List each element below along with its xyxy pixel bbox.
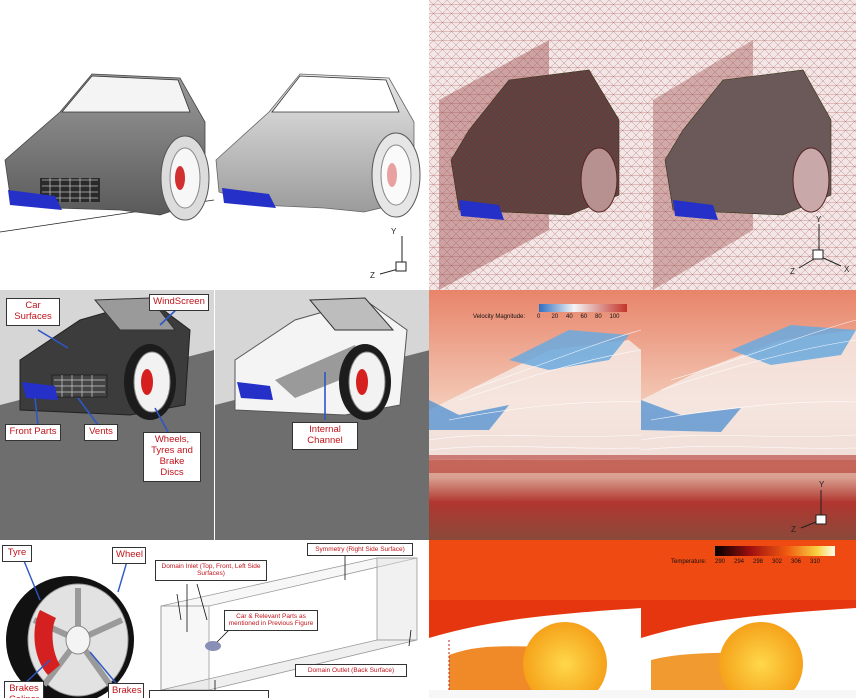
label-domain-inlet: Domain Inlet (Top, Front, Left Side Surf… (155, 560, 267, 581)
panel-internal-channel: Internal Channel (214, 290, 430, 540)
velocity-legend-title: Velocity Magnitude: (473, 314, 526, 320)
legend-tick: 0 (537, 314, 541, 320)
axis-triad-1: Y Z (370, 227, 407, 280)
panel-mesh-1 (429, 0, 643, 290)
legend-tick: 20 (551, 314, 559, 320)
panel-car-surfaces: Car Surfaces WindScreen Front Parts Vent… (0, 290, 214, 540)
label-tyre: Tyre (2, 545, 32, 562)
label-brakes: Brakes (108, 683, 144, 698)
internal-channel-render (215, 297, 430, 540)
label-car-relevant-parts: Car & Relevant Parts as mentioned in Pre… (224, 610, 318, 631)
legend-tick: 306 (791, 559, 802, 565)
wheel-render (6, 555, 134, 698)
car-render-2: Y Z (215, 73, 421, 280)
panel-car-geometry (0, 0, 215, 290)
panel-car-smooth: Y Z (214, 0, 429, 290)
velocity-contour-2: Y Z (641, 290, 856, 540)
panel-mesh-2: Y Z X (643, 0, 856, 290)
legend-tick: 60 (580, 314, 588, 320)
panel-velocity-2: Y Z (641, 290, 856, 540)
temperature-contour-1 (429, 540, 641, 698)
label-wheel: Wheel (112, 547, 146, 564)
label-domain-outlet: Domain Outlet (Back Surface) (295, 664, 407, 678)
axis-label-y: Y (391, 227, 397, 236)
label-symmetry: Symmetry (Right Side Surface) (307, 543, 413, 557)
mesh-render-2: Y Z X (643, 0, 856, 290)
label-brakes-caliper: Brakes Caliper (4, 681, 44, 698)
axis-label-z: Z (791, 525, 796, 534)
velocity-contour-1 (429, 290, 641, 540)
panel-temperature-1 (429, 540, 641, 698)
axis-label-y: Y (819, 480, 825, 489)
panel-domain: Symmetry (Right Side Surface) Domain Inl… (147, 540, 429, 698)
axis-triad-3: Y Z (791, 480, 827, 534)
legend-tick: 302 (772, 559, 783, 565)
label-wheels-tyres-brakes: Wheels, Tyres and Brake Discs (143, 432, 201, 482)
legend-tick: 100 (609, 314, 620, 320)
axis-label-y: Y (816, 215, 822, 224)
legend-tick: 298 (753, 559, 764, 565)
temperature-legend-title: Temperature: (671, 559, 707, 565)
legend-tick: 80 (595, 314, 602, 320)
legend-tick: 40 (566, 314, 573, 320)
legend-tick: 290 (715, 559, 726, 565)
car-surfaces-render (0, 297, 214, 540)
panel-temperature-2: Temperature: 290 294 298 302 306 310 (641, 540, 856, 698)
axis-label-z: Z (370, 271, 375, 280)
legend-tick: 310 (810, 559, 821, 565)
label-front-parts: Front Parts (5, 424, 61, 441)
domain-box (160, 556, 418, 691)
car-render-1 (0, 73, 214, 233)
label-vents: Vents (84, 424, 118, 441)
temperature-contour-2 (641, 540, 856, 698)
label-windscreen: WindScreen (149, 294, 209, 311)
axis-label-z: Z (790, 267, 795, 276)
axis-label-x: X (844, 265, 850, 274)
temperature-colorbar (715, 546, 835, 556)
label-partial-bottom (149, 690, 269, 698)
legend-tick: 294 (734, 559, 745, 565)
panel-velocity-1: Velocity Magnitude: 0 20 40 60 80 100 (429, 290, 641, 540)
mesh-render-1 (429, 0, 643, 290)
panel-wheel: Tyre Wheel Brakes Caliper Brakes (0, 540, 147, 698)
velocity-colorbar (539, 304, 627, 312)
axis-triad-2: Y Z X (790, 215, 850, 276)
label-internal-channel: Internal Channel (292, 422, 358, 450)
label-car-surfaces: Car Surfaces (6, 298, 60, 326)
